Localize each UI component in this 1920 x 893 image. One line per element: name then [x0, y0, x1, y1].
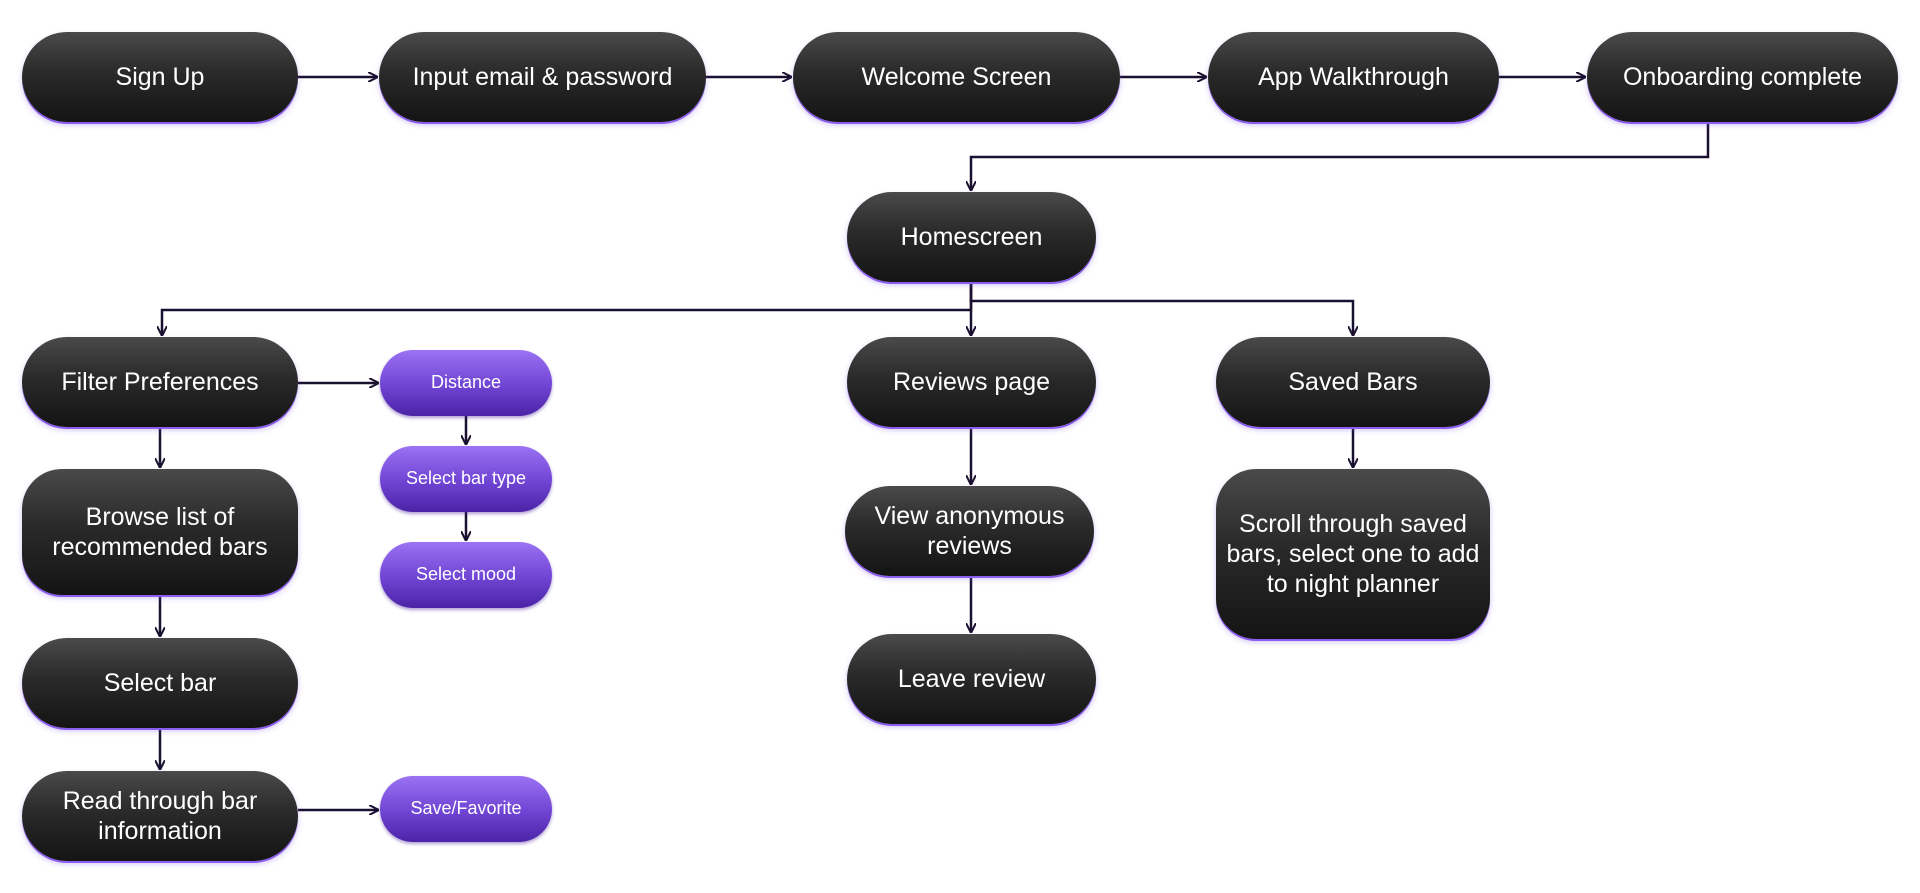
node-onboarding-complete: Onboarding complete [1587, 32, 1898, 122]
node-filter-preferences: Filter Preferences [22, 337, 298, 427]
node-save-favorite: Save/Favorite [380, 776, 552, 842]
node-read-bar-information: Read through bar information [22, 771, 298, 861]
node-select-bar: Select bar [22, 638, 298, 728]
node-app-walkthrough: App Walkthrough [1208, 32, 1499, 122]
node-scroll-saved-bars: Scroll through saved bars, select one to… [1216, 469, 1490, 639]
node-saved-bars: Saved Bars [1216, 337, 1490, 427]
node-sign-up: Sign Up [22, 32, 298, 122]
node-select-bar-type: Select bar type [380, 446, 552, 512]
node-view-anonymous-reviews: View anonymous reviews [845, 486, 1094, 576]
node-input-email-password: Input email & password [379, 32, 706, 122]
node-welcome-screen: Welcome Screen [793, 32, 1120, 122]
node-distance: Distance [380, 350, 552, 416]
connector-onboard-to-home [971, 122, 1710, 190]
node-reviews-page: Reviews page [847, 337, 1096, 427]
node-homescreen: Homescreen [847, 192, 1096, 282]
node-select-mood: Select mood [380, 542, 552, 608]
edge-layer [160, 77, 1710, 810]
connector-home-to-filter [162, 282, 973, 335]
node-leave-review: Leave review [847, 634, 1096, 724]
connector-home-to-saved [969, 282, 1353, 335]
node-browse-recommended-bars: Browse list of recommended bars [22, 469, 298, 595]
